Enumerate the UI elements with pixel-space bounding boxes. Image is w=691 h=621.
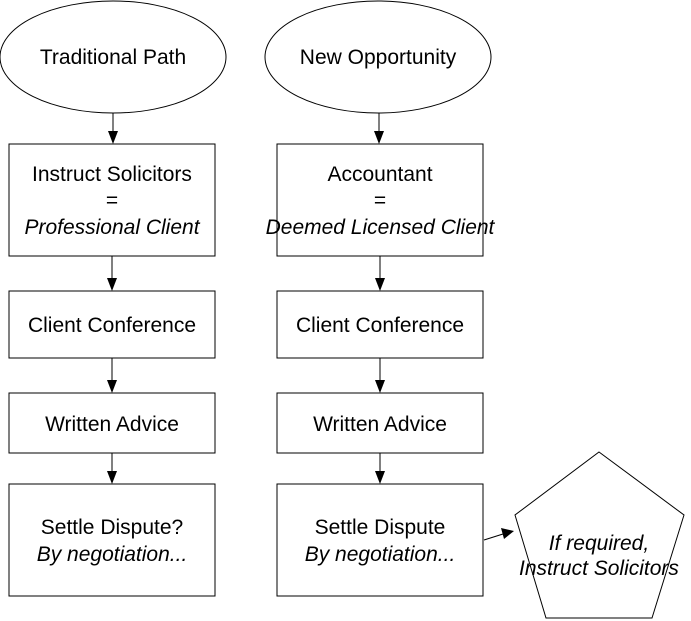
left-settle-line1: Settle Dispute? [41, 516, 183, 539]
right-advice-label: Written Advice [313, 413, 447, 436]
left-settle-box [8, 483, 216, 597]
right-start-label: New Opportunity [300, 46, 457, 69]
right-conference-box [276, 290, 484, 359]
pentagon-line1: If required, [549, 532, 649, 555]
right-accountant-line2: = [374, 189, 386, 212]
left-arrow-4-head [107, 471, 117, 484]
right-arrow-1-head [374, 131, 384, 144]
pentagon-arrow-line [483, 533, 504, 541]
left-advice-label: Written Advice [45, 413, 179, 436]
right-accountant-line3: Deemed Licensed Client [266, 216, 496, 239]
right-arrow-4-head [375, 471, 385, 484]
right-start-ellipse [264, 0, 492, 114]
right-accountant-line1: Accountant [327, 163, 432, 186]
left-conference-box [8, 290, 216, 359]
left-arrow-1-head [108, 131, 118, 144]
left-start-label: Traditional Path [40, 46, 186, 69]
right-accountant-box [276, 143, 484, 257]
pentagon-line2: Instruct Solicitors [519, 557, 679, 580]
left-arrow-2-head [107, 278, 117, 291]
right-arrow-2-head [375, 278, 385, 291]
left-instruct-line2: = [106, 189, 118, 212]
pentagon-shape [514, 451, 685, 619]
left-instruct-line3: Professional Client [24, 216, 200, 239]
right-settle-line1: Settle Dispute [315, 516, 446, 539]
right-conference-label: Client Conference [296, 314, 464, 337]
pentagon-arrow-head [501, 528, 514, 539]
right-settle-box [276, 483, 484, 597]
right-settle-line2: By negotiation... [305, 543, 456, 566]
right-arrow-3-head [375, 380, 385, 393]
left-instruct-box [8, 143, 216, 257]
right-advice-box [276, 392, 484, 454]
left-conference-label: Client Conference [28, 314, 196, 337]
left-settle-line2: By negotiation... [37, 543, 188, 566]
left-arrow-3-head [107, 380, 117, 393]
left-advice-box [8, 392, 216, 454]
left-instruct-line1: Instruct Solicitors [32, 163, 192, 186]
